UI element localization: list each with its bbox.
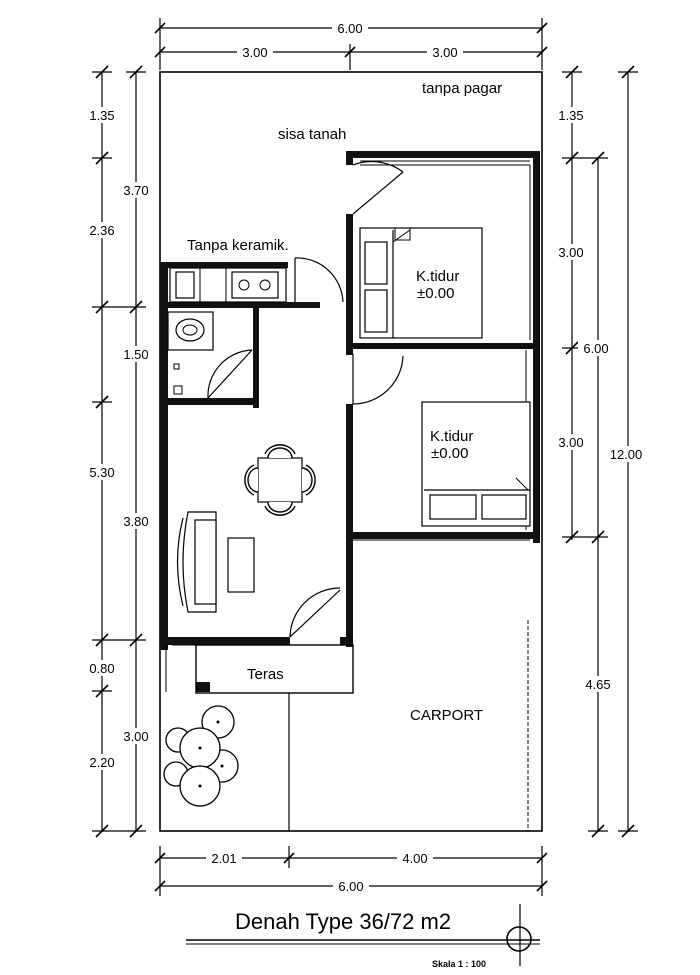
label-bedroom-2-level: ±0.00	[431, 445, 468, 462]
terrace-outline	[195, 644, 354, 694]
dim-right-3: 6.00	[583, 341, 608, 356]
dim-bottom-right: 4.00	[402, 851, 427, 866]
plan-scale: Skala 1 : 100	[432, 959, 486, 969]
dim-right-4: 3.00	[558, 435, 583, 450]
dim-left-7: 0.80	[89, 661, 114, 676]
dim-right-1: 1.35	[558, 108, 583, 123]
label-bedroom-2: K.tidur	[430, 428, 473, 445]
dim-top-right: 3.00	[432, 45, 457, 60]
dim-left-9: 2.20	[89, 755, 114, 770]
label-bedroom-1: K.tidur	[416, 268, 459, 285]
bed-2	[421, 401, 531, 527]
garden-trees	[163, 705, 239, 807]
dim-top-total: 6.00	[337, 21, 362, 36]
dim-left-3: 3.70	[123, 183, 148, 198]
house-walls	[160, 151, 540, 692]
dim-right-2: 3.00	[558, 245, 583, 260]
bathroom-fixtures	[167, 311, 214, 395]
dim-left-4: 1.50	[123, 347, 148, 362]
dim-left-1: 1.35	[89, 108, 114, 123]
windows	[172, 160, 531, 646]
kitchen-counter	[169, 267, 287, 303]
dim-left-6: 3.80	[123, 514, 148, 529]
dining-set	[244, 444, 316, 516]
left-dimension-lines	[92, 65, 146, 838]
dim-right-5: 12.00	[610, 447, 643, 462]
dim-right-6: 4.65	[585, 677, 610, 692]
dim-bottom-left: 2.01	[211, 851, 236, 866]
bed-1	[359, 227, 483, 339]
label-bedroom-1-level: ±0.00	[417, 285, 454, 302]
living-sofa	[176, 511, 255, 613]
dim-left-2: 2.36	[89, 223, 114, 238]
doors	[207, 160, 404, 638]
label-carport: CARPORT	[410, 707, 483, 724]
label-sisa-tanah: sisa tanah	[278, 126, 346, 143]
dim-top-left: 3.00	[242, 45, 267, 60]
title-block	[186, 904, 540, 966]
dim-bottom-total: 6.00	[338, 879, 363, 894]
dim-left-5: 5.30	[89, 465, 114, 480]
label-teras: Teras	[247, 666, 284, 683]
plan-title: Denah Type 36/72 m2	[235, 909, 451, 934]
dim-left-8: 3.00	[123, 729, 148, 744]
label-tanpa-keramik: Tanpa keramik.	[187, 237, 289, 254]
north-arrow-icon	[506, 926, 532, 952]
label-tanpa-pagar: tanpa pagar	[422, 80, 502, 97]
